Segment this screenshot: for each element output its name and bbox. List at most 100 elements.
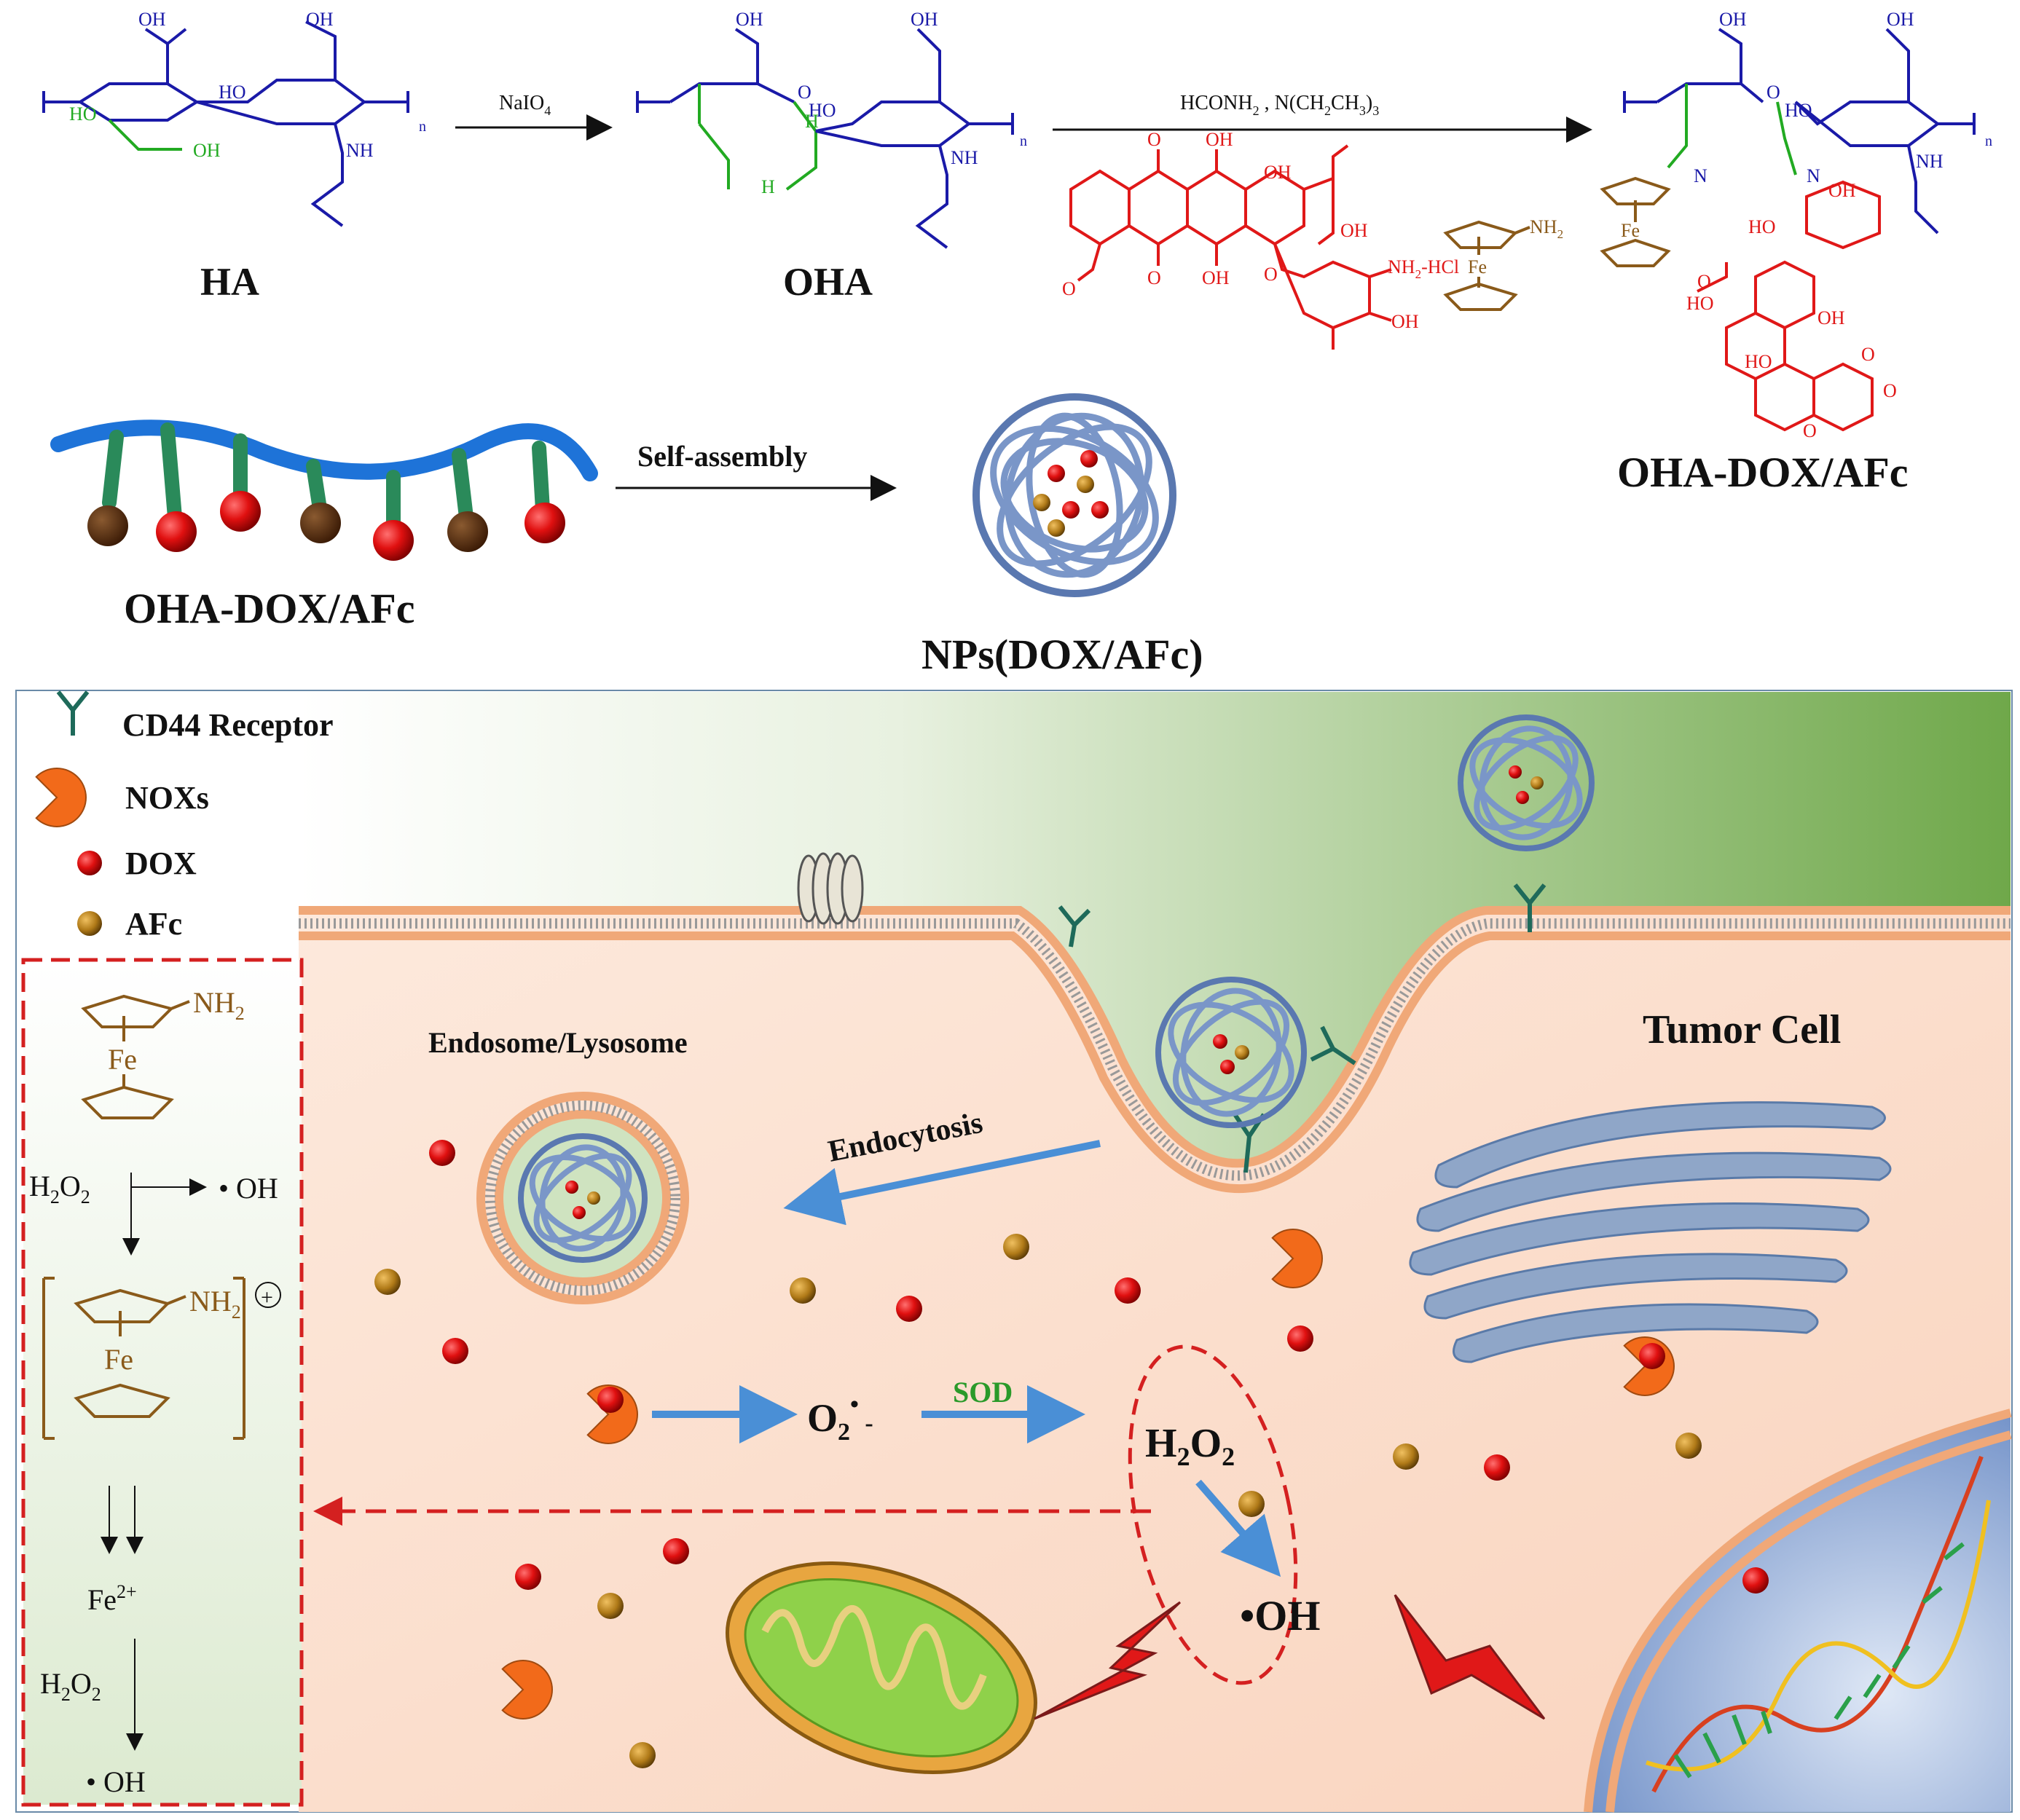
atom-o: O — [1861, 344, 1875, 365]
doxorubicin-structure — [1069, 144, 1392, 350]
reagent-conditions-rest: ) — [1366, 92, 1372, 114]
self-assembly-label: Self-assembly — [637, 440, 807, 473]
afc-icon — [77, 911, 102, 936]
afc-particle — [374, 1269, 401, 1295]
svg-text:NH2: NH2 — [193, 986, 245, 1024]
dna-helix — [1646, 1455, 1991, 1793]
atom-o: O — [1803, 420, 1817, 441]
svg-text:HCONH2 , N(CH2CH3)3: HCONH2 , N(CH2CH3)3 — [1180, 92, 1379, 118]
atom-oh: OH — [1206, 129, 1233, 150]
box-fe: Fe — [108, 1043, 137, 1076]
nanoparticle — [972, 393, 1176, 597]
dox-particle — [1639, 1343, 1665, 1369]
atom-n: N — [1694, 165, 1707, 186]
atom-oh: OH — [1202, 267, 1230, 288]
cd44-receptors — [1058, 883, 1547, 1173]
golgi-apparatus — [1409, 1101, 1892, 1363]
box-plus: + — [261, 1285, 273, 1309]
box-nh2: NH — [189, 1285, 232, 1317]
atom-oh: OH — [1340, 220, 1368, 241]
cell-panel — [15, 690, 2013, 1813]
atom-oh: OH — [193, 140, 221, 161]
box-oh-radical: • OH — [86, 1765, 146, 1798]
product-label: OHA-DOX/AFc — [1617, 449, 1909, 496]
atom-oh: OH — [1264, 162, 1292, 183]
afc-particle — [629, 1742, 656, 1768]
box-h2o2-sub: 2 — [50, 1186, 60, 1208]
sod-label: SOD — [953, 1376, 1013, 1409]
atom-h: H — [805, 111, 819, 132]
atom-nh2: NH — [1530, 216, 1557, 237]
box-h2o2-o: O — [71, 1667, 92, 1700]
atom-nh: NH — [1916, 151, 1944, 172]
box-h2o2: H — [40, 1667, 61, 1700]
repeat-n: n — [419, 119, 426, 135]
svg-text:NH2: NH2 — [1530, 216, 1563, 241]
atom-oh: OH — [1817, 307, 1845, 328]
box-plus-circle — [255, 1282, 281, 1308]
afc-particle — [1675, 1433, 1702, 1459]
repeat-n: n — [1985, 133, 1992, 149]
atom-o: O — [1264, 264, 1278, 285]
oha-structure — [636, 28, 1014, 249]
reagent-conditions-sub: 3 — [1359, 103, 1366, 118]
svg-text:NH2-HCl: NH2-HCl — [1388, 256, 1459, 281]
atom-ho: HO — [219, 82, 246, 103]
reagent-conditions-rest: , N(CH — [1259, 92, 1324, 114]
atom-oh: OH — [911, 9, 938, 30]
mechanism-box: NH2 Fe H2O2 • OH NH2 + Fe Fe2+ H2O2 • OH — [21, 958, 304, 1807]
box-h2o2: H — [29, 1170, 50, 1202]
dox-particle — [442, 1338, 468, 1364]
nucleus — [1584, 1409, 2012, 1813]
svg-text:NH2: NH2 — [189, 1285, 241, 1323]
product-atom-labels: OH OH O HO N N NH n Fe OH HO O HO OH HO … — [1621, 9, 1992, 441]
atom-ho: HO — [1686, 293, 1714, 314]
afc-particle — [1003, 1234, 1029, 1260]
atom-nh2-sub: 2 — [1557, 227, 1564, 241]
polymer-label: OHA-DOX/AFc — [124, 585, 415, 632]
atom-ho: HO — [69, 103, 97, 125]
atom-o: O — [798, 82, 811, 103]
aminoferrocene-reagent — [1443, 220, 1530, 311]
reagent-conditions-rest: CH — [1331, 92, 1359, 114]
dox-particle — [1742, 1567, 1769, 1594]
ha-atom-labels: OH OH HO HO OH NH n — [69, 9, 426, 161]
superoxide-sub: 2 — [838, 1419, 850, 1446]
box-nh2: NH — [193, 986, 235, 1019]
reagent-conditions-sub: 2 — [1253, 103, 1259, 118]
product-structure — [1600, 28, 1976, 432]
atom-nh: NH — [951, 147, 978, 168]
atom-ho: HO — [1785, 100, 1812, 121]
dox-particle — [896, 1296, 922, 1322]
afc-particle — [1238, 1491, 1265, 1517]
atom-nh: NH — [346, 140, 374, 161]
reagent-conditions-sub: 2 — [1324, 103, 1331, 118]
atom-o: O — [1062, 278, 1076, 299]
box-nh2-sub: 2 — [235, 1003, 245, 1024]
reagent-naio4-sub: 4 — [544, 103, 551, 118]
endosome-label: Endosome/Lysosome — [428, 1026, 688, 1059]
polymer-chain-cartoon — [50, 419, 598, 561]
afc-particle — [1393, 1443, 1419, 1470]
atom-nh2: NH — [1388, 256, 1415, 277]
nox-pathway-arrows — [652, 1385, 1281, 1577]
hydroxyl-radical: •OH — [1240, 1592, 1321, 1639]
nox-icon — [35, 768, 87, 827]
box-h2o2-sub: 2 — [61, 1684, 71, 1705]
atom-oh: OH — [1391, 311, 1419, 332]
superoxide-minus: - — [859, 1410, 873, 1437]
superoxide: O — [807, 1396, 838, 1440]
nanoparticle-docking — [1155, 714, 1595, 1128]
atom-hcl: -HCl — [1421, 256, 1459, 277]
dox-particle — [597, 1387, 624, 1413]
reagent-conditions-sub: 3 — [1372, 103, 1379, 118]
reagent-conditions: HCONH — [1180, 92, 1253, 114]
atom-o: O — [1147, 129, 1161, 150]
afc-particle — [790, 1277, 816, 1304]
svg-text:H2O2: H2O2 — [1145, 1421, 1235, 1471]
atom-oh: OH — [1719, 9, 1747, 30]
legend-afc: AFc — [125, 906, 182, 942]
atom-ho: HO — [809, 100, 836, 121]
atom-ho: HO — [1748, 216, 1776, 237]
dox-particle — [429, 1140, 455, 1166]
